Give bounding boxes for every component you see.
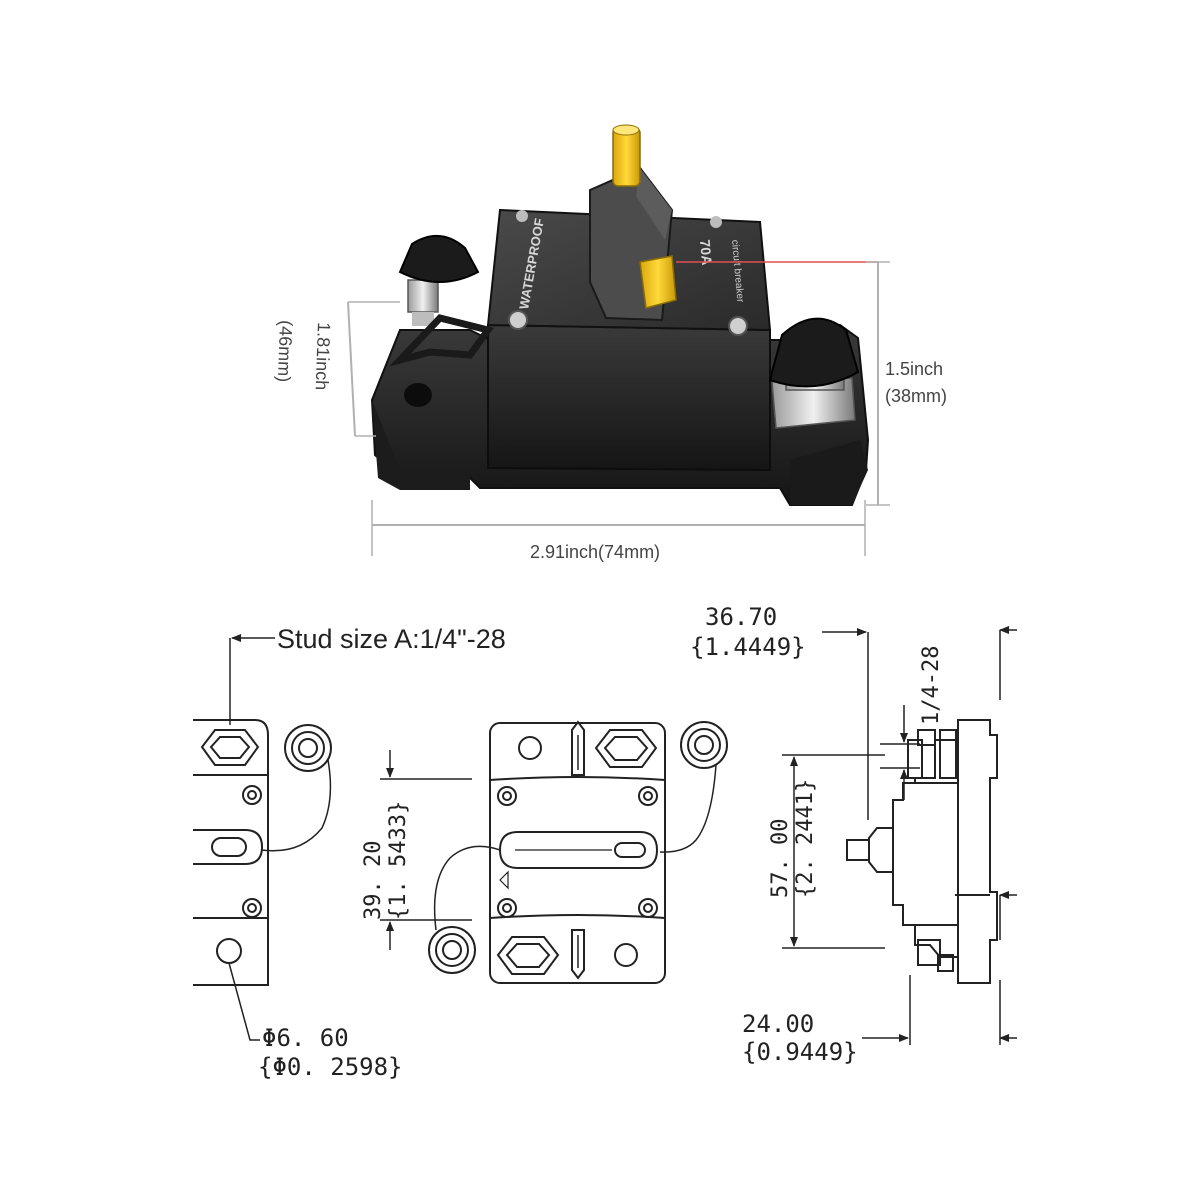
terminal-right bbox=[768, 317, 860, 429]
base-mm: 24.00 bbox=[742, 1010, 814, 1038]
slot-left bbox=[193, 829, 264, 865]
top-screw-back-left bbox=[516, 210, 528, 222]
top-screw-back-right bbox=[710, 216, 722, 228]
breaker-body bbox=[487, 323, 771, 472]
photo-dimensions: 1.81inch (46mm) 1.5inch (38mm) 2.91inch(… bbox=[274, 261, 947, 562]
breaker-left-foot bbox=[372, 400, 470, 490]
top-screw-front-right bbox=[728, 316, 748, 336]
width-label: 2.91inch(74mm) bbox=[530, 542, 660, 562]
drawing-labels: Stud size A:1/4"-28 Φ6. 60 {Φ0. 2598} 39… bbox=[258, 603, 944, 1081]
depth-label: 1.81inch bbox=[312, 322, 334, 391]
hex-nut-center-top bbox=[594, 729, 658, 768]
mount-hole-left bbox=[404, 383, 432, 407]
center-slot bbox=[498, 831, 659, 869]
side-plunger bbox=[868, 827, 893, 873]
side-view bbox=[782, 626, 1017, 1045]
terminal-cap-right bbox=[768, 317, 860, 388]
breaker-rating-text: 70A bbox=[697, 239, 715, 266]
reset-lever bbox=[639, 255, 677, 309]
ring-terminal-center-bottom bbox=[428, 926, 476, 974]
hole-dia-in: {Φ0. 2598} bbox=[258, 1053, 403, 1081]
reset-button bbox=[612, 127, 641, 187]
base-in: {0.9449} bbox=[742, 1038, 858, 1066]
length-in: {2. 2441} bbox=[793, 779, 818, 898]
breaker-photo: WATERPROOF 70A circuit breaker bbox=[370, 124, 878, 506]
spacing-mm: 39. 20 bbox=[361, 841, 386, 920]
breaker-right-foot bbox=[790, 440, 868, 505]
depth-label-mm: (46mm) bbox=[274, 320, 296, 383]
length-mm: 57. 00 bbox=[768, 819, 793, 898]
spacing-in: {1. 5433} bbox=[386, 801, 411, 920]
ring-terminal-center-top bbox=[680, 721, 728, 769]
top-offset-in: {1.4449} bbox=[690, 633, 806, 661]
depth-dim-line bbox=[347, 301, 356, 437]
stud-size-label: Stud size A:1/4"-28 bbox=[277, 624, 506, 654]
hex-nut-center-bottom bbox=[496, 936, 560, 975]
ring-terminal-left bbox=[284, 724, 332, 772]
terminal-cap-left bbox=[398, 235, 480, 283]
retaining-clip bbox=[388, 314, 494, 367]
center-view bbox=[380, 720, 728, 984]
hole-dia-mm: Φ6. 60 bbox=[262, 1024, 349, 1052]
height-label: 1.5inch bbox=[885, 359, 943, 379]
height-label-mm: (38mm) bbox=[885, 386, 947, 406]
top-offset-mm: 36.70 bbox=[705, 603, 777, 631]
mount-hole-drawing bbox=[216, 938, 242, 964]
thread-label: 1/4-28 bbox=[919, 646, 944, 725]
hex-nut-left bbox=[200, 729, 260, 766]
side-body-outline bbox=[892, 719, 998, 984]
left-partial-view bbox=[193, 634, 332, 1041]
terminal-left bbox=[398, 235, 480, 326]
technical-drawing bbox=[193, 626, 1017, 1045]
top-screw-front-left bbox=[508, 310, 528, 330]
